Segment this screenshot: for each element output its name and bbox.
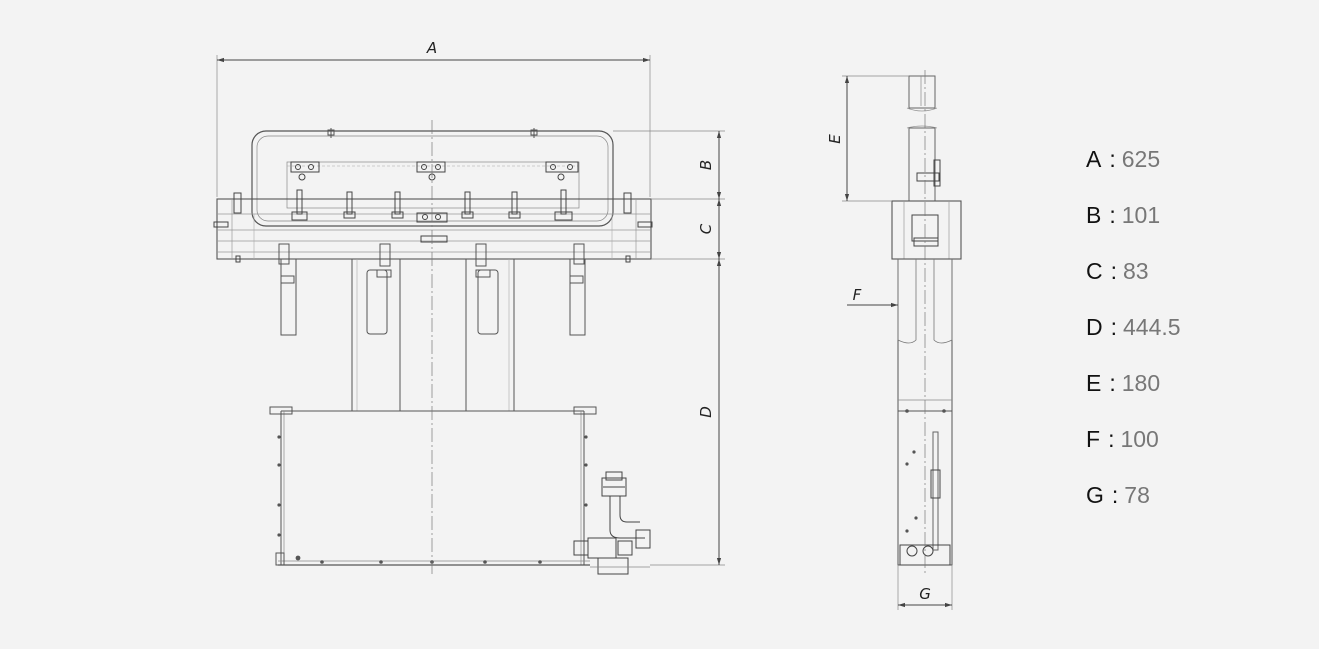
spec-separator: : <box>1110 258 1118 284</box>
dimension-a <box>216 55 651 197</box>
spec-row-b: B:101 <box>1086 198 1181 254</box>
dim-label-a: A <box>426 39 437 57</box>
spec-value: 101 <box>1121 202 1161 228</box>
spec-separator: : <box>1111 482 1119 508</box>
dimension-g <box>897 565 953 610</box>
spec-key: B <box>1086 202 1102 228</box>
spec-value: 100 <box>1120 426 1159 452</box>
spec-key: C <box>1086 258 1103 284</box>
spec-row-c: C:83 <box>1086 254 1181 310</box>
spec-row-g: G:78 <box>1086 478 1181 534</box>
spec-separator: : <box>1108 426 1115 452</box>
spec-separator: : <box>1109 146 1116 172</box>
dim-label-b: B <box>697 160 715 170</box>
spec-value: 180 <box>1121 370 1161 396</box>
spec-key: E <box>1086 370 1102 396</box>
spec-value: 625 <box>1121 146 1161 172</box>
dim-label-f: F <box>853 286 862 304</box>
spec-key: F <box>1086 426 1101 452</box>
dim-label-g: G <box>919 585 931 603</box>
spec-row-e: E:180 <box>1086 366 1181 422</box>
dim-label-c: C <box>697 223 715 234</box>
spec-separator: : <box>1109 370 1116 396</box>
spec-value: 78 <box>1124 482 1150 508</box>
front-view <box>213 55 725 575</box>
spec-separator: : <box>1110 314 1118 340</box>
spec-separator: : <box>1109 202 1116 228</box>
spec-key: A <box>1086 146 1102 172</box>
side-view <box>842 70 962 610</box>
spec-key: G <box>1086 482 1104 508</box>
spec-row-d: D:444.5 <box>1086 310 1181 366</box>
dimension-spec-list: A:625 B:101 C:83 D:444.5 E:180 F:100 G:7… <box>1086 142 1181 534</box>
dimension-e <box>842 75 909 202</box>
spec-value: 83 <box>1123 258 1149 284</box>
spec-row-a: A:625 <box>1086 142 1181 198</box>
spec-key: D <box>1086 314 1103 340</box>
spec-value: 444.5 <box>1123 314 1181 340</box>
spec-row-f: F:100 <box>1086 422 1181 478</box>
dim-label-d: D <box>697 406 715 418</box>
dim-label-e: E <box>826 134 844 144</box>
dimension-bcd <box>613 130 725 566</box>
